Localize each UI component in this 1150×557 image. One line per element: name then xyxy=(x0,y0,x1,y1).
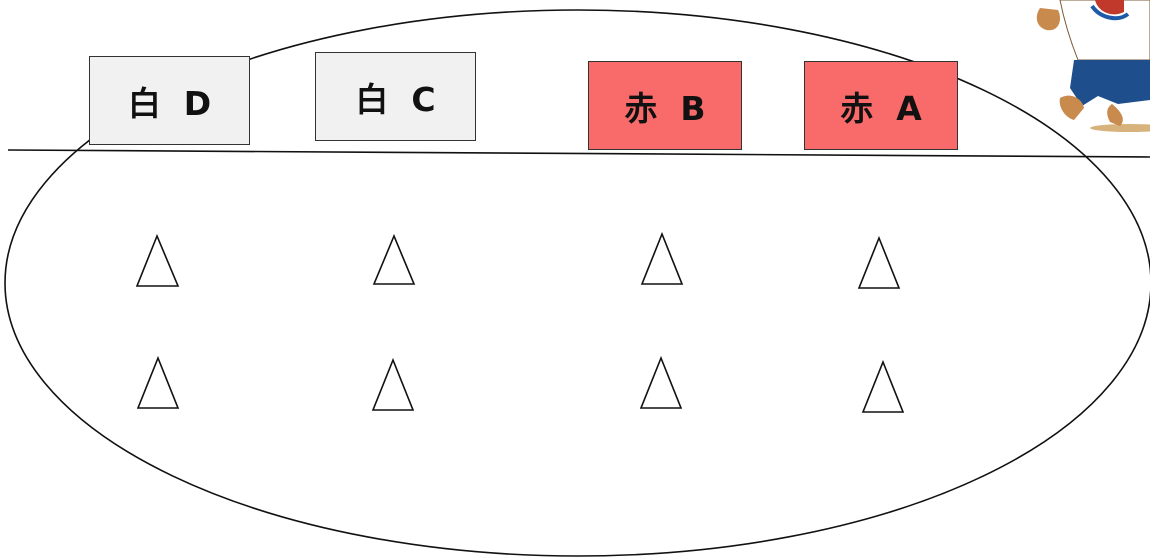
start-line xyxy=(7,149,1150,158)
team-box-white-c: 白 C xyxy=(315,52,476,141)
cone-marker xyxy=(861,359,905,413)
cone-marker xyxy=(135,233,180,287)
cone-marker xyxy=(136,355,180,409)
cone-marker xyxy=(371,357,415,411)
team-box-red-a: 赤 A xyxy=(804,61,958,150)
team-box-red-b: 赤 B xyxy=(588,61,742,150)
cone-marker xyxy=(639,355,683,409)
cone-marker xyxy=(857,235,901,289)
track-oval xyxy=(4,9,1150,557)
team-box-white-d: 白 D xyxy=(89,56,250,145)
cone-marker xyxy=(640,231,684,285)
cone-marker xyxy=(372,233,416,285)
runner-illustration xyxy=(1036,0,1150,132)
